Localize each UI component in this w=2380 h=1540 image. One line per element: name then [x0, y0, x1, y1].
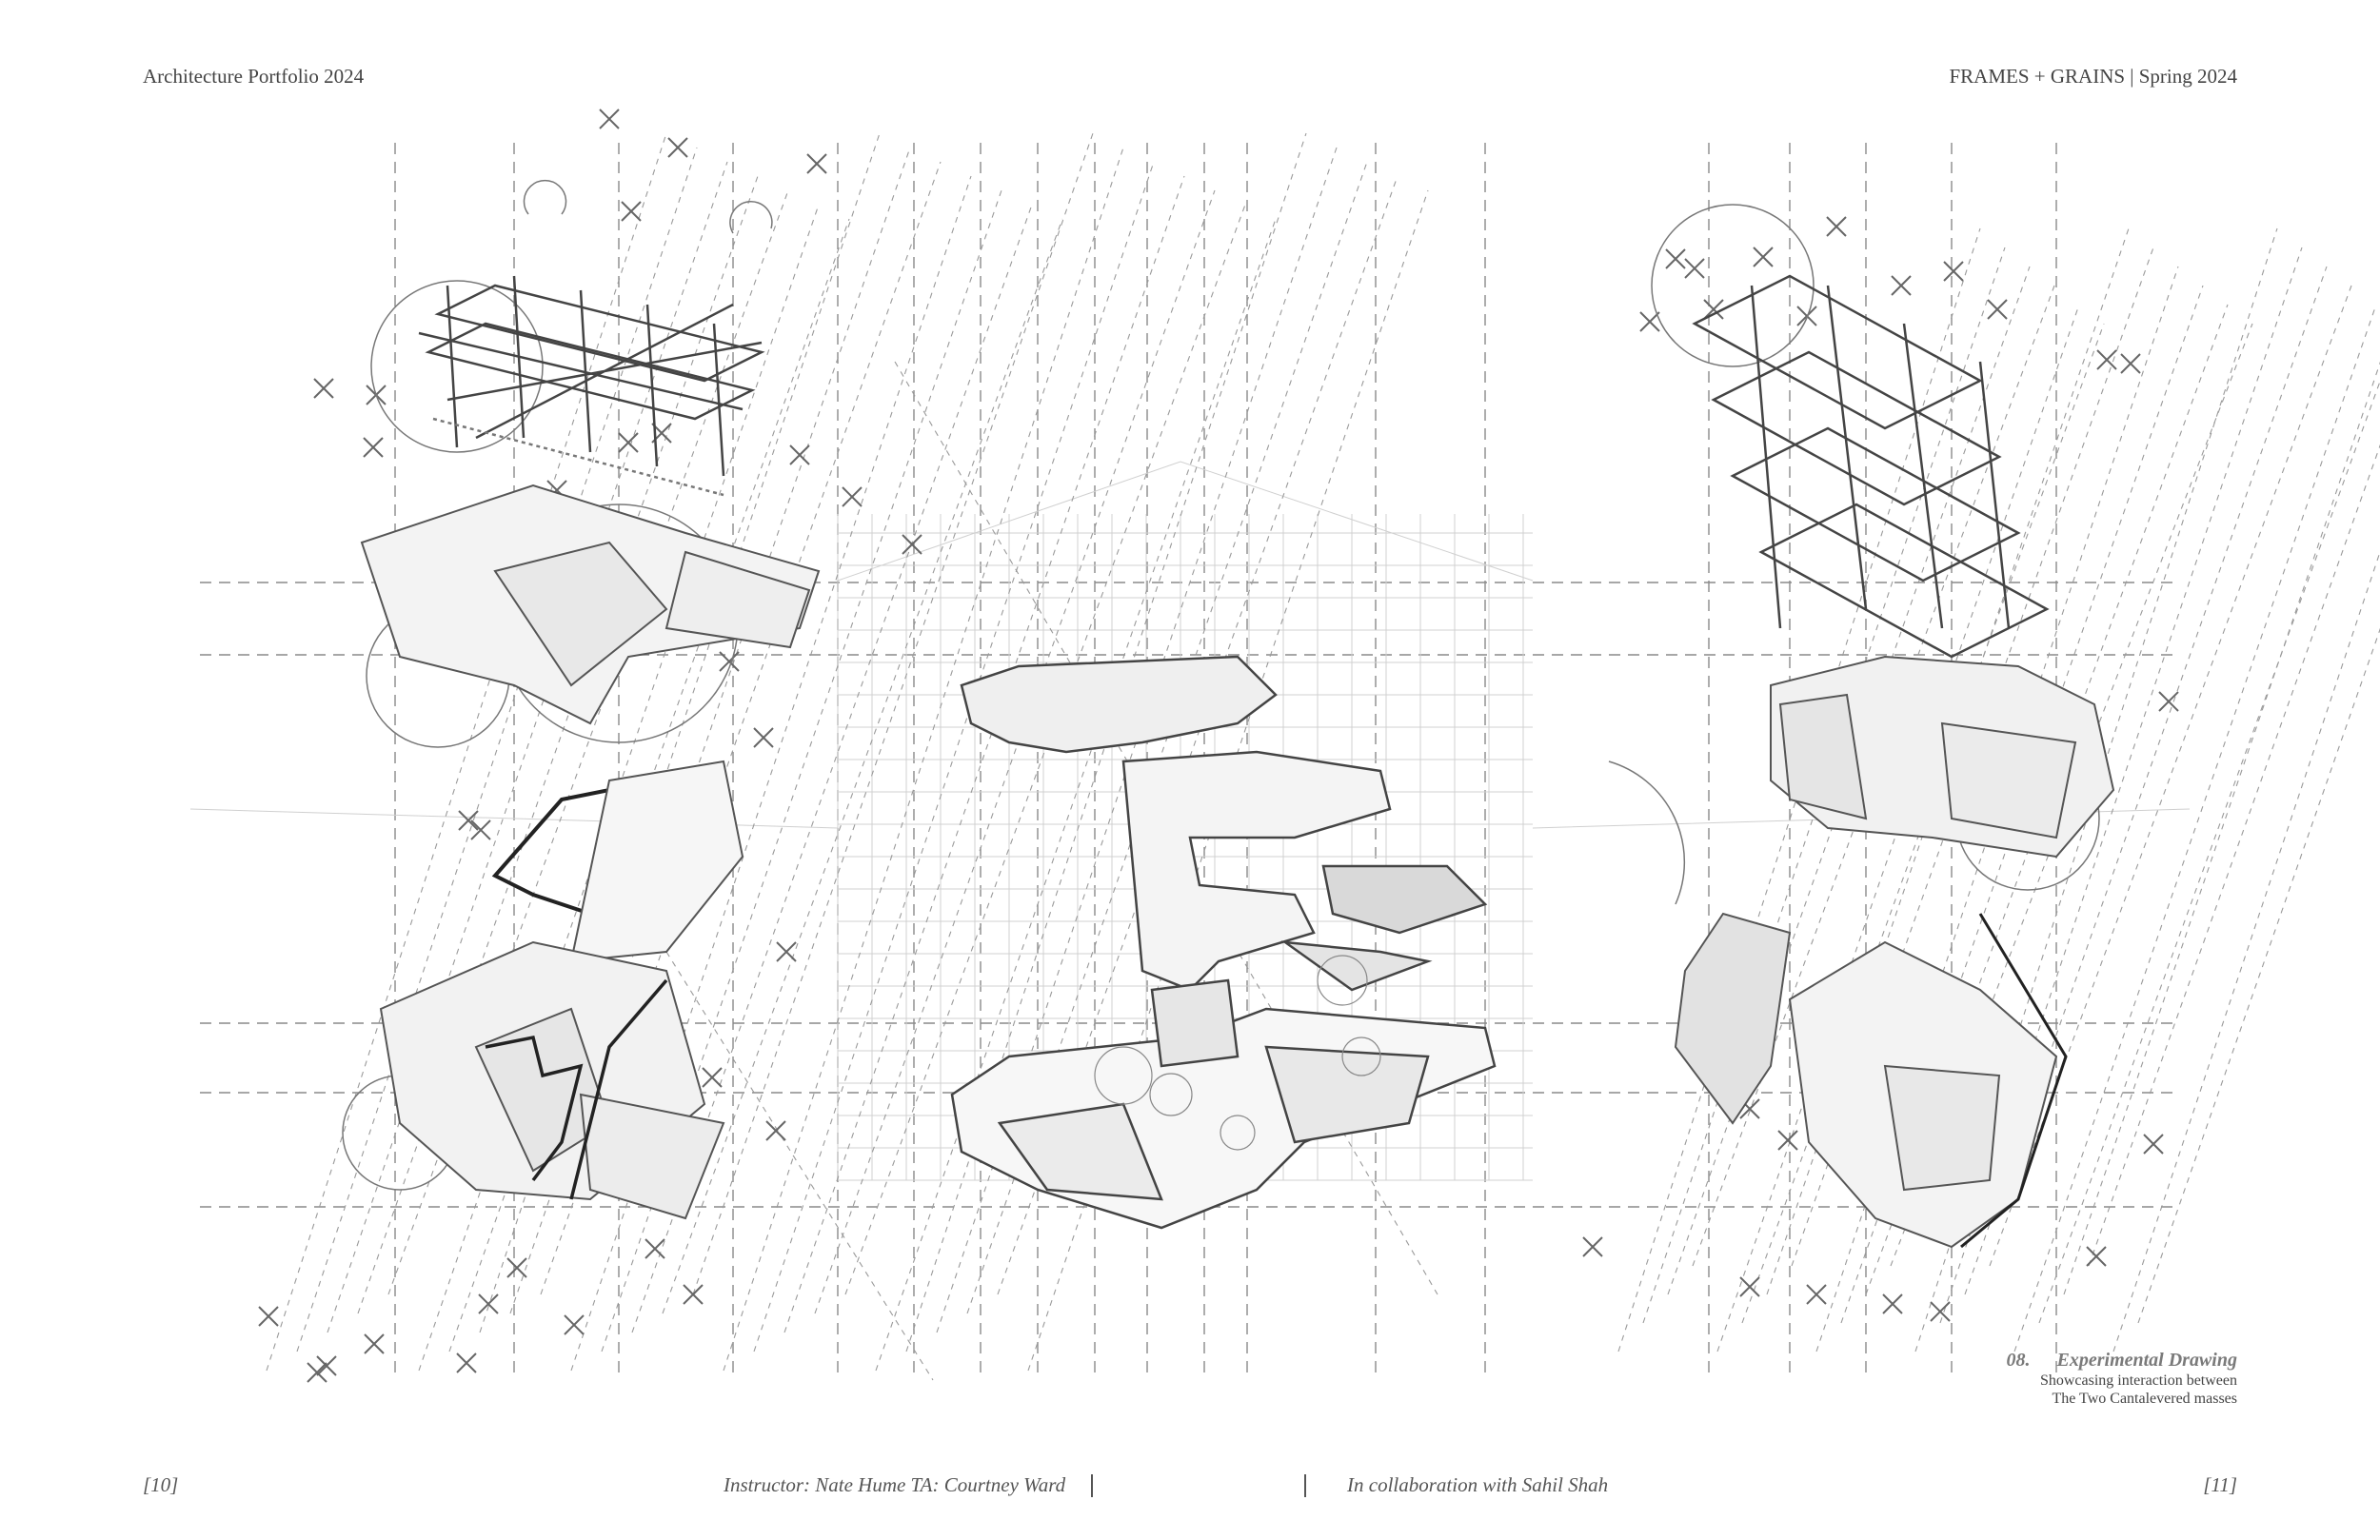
cross-marker: [765, 1120, 786, 1141]
diagonal-guide-line: [662, 218, 1063, 1314]
footer-instructor: Instructor: Nate Hume TA: Courtney Ward: [724, 1473, 1066, 1496]
cross-marker: [2158, 691, 2179, 712]
cross-marker: [316, 1355, 337, 1376]
cross-marker: [1943, 261, 1964, 282]
caption-title: Experimental Drawing: [2056, 1350, 2237, 1371]
cross-marker: [1703, 299, 1724, 320]
page-number-right: [11]: [2203, 1473, 2237, 1496]
cross-marker: [1930, 1301, 1951, 1322]
cross-marker: [1753, 247, 1774, 267]
cross-marker: [753, 727, 774, 748]
diagonal-guide-line: [875, 218, 1277, 1372]
caption-description-line-2: The Two Cantalevered masses: [2052, 1391, 2237, 1407]
cross-marker: [506, 1257, 527, 1278]
cross-marker: [902, 534, 922, 555]
footer-divider-right: [1304, 1474, 1306, 1497]
diagonal-guide-line: [1692, 285, 2055, 1267]
cross-marker: [307, 1362, 327, 1383]
cross-marker: [618, 432, 639, 453]
footer-divider-left: [1091, 1474, 1093, 1497]
diagonal-guide-line: [2112, 550, 2380, 1352]
cross-marker: [1806, 1284, 1827, 1305]
cross-marker: [667, 137, 688, 158]
cross-marker: [2096, 349, 2117, 370]
page-number-left: [10]: [143, 1473, 179, 1496]
diagonal-guide-line: [2013, 304, 2377, 1352]
left-frame-structure: [418, 275, 765, 497]
cross-marker: [313, 378, 334, 399]
center-base-platform: [950, 978, 1497, 1230]
arc-stroke: [523, 179, 773, 234]
diagonal-guide-line: [665, 951, 934, 1381]
arc-circle: [370, 280, 544, 453]
cross-marker: [621, 201, 642, 222]
cross-marker: [1826, 216, 1847, 237]
cross-marker: [2143, 1134, 2164, 1155]
cross-marker: [1987, 299, 2008, 320]
cross-marker: [683, 1284, 704, 1305]
cross-marker: [364, 1333, 385, 1354]
cross-marker: [1739, 1276, 1760, 1297]
figure-caption: 08. Experimental Drawing Showcasing inter…: [2007, 1350, 2237, 1408]
diagonal-guide-line: [1617, 227, 1981, 1352]
cross-markers: [258, 109, 2179, 1383]
cross-marker: [599, 109, 620, 129]
diagonal-guide-line: [2088, 444, 2380, 1267]
footer-collaboration: In collaboration with Sahil Shah: [1347, 1473, 1609, 1496]
cross-marker: [645, 1238, 665, 1259]
cross-marker: [2086, 1246, 2107, 1267]
cross-marker: [564, 1314, 585, 1335]
cross-marker: [776, 941, 797, 962]
cross-marker: [702, 1067, 723, 1088]
left-upper-mass: [360, 484, 821, 725]
diagonal-guide-line: [327, 161, 728, 1333]
diagonal-guide-line: [753, 161, 1155, 1352]
cross-marker: [478, 1293, 499, 1314]
right-frame-structure: [1692, 274, 2050, 659]
right-upper-mass: [1770, 655, 2115, 859]
cross-marker: [458, 810, 479, 831]
diagonal-guide-line: [2038, 380, 2380, 1324]
cross-marker: [719, 651, 740, 672]
cross-marker: [1665, 248, 1686, 269]
cross-marker: [258, 1306, 279, 1327]
diagonal-guide-line: [2063, 361, 2380, 1295]
cross-marker: [842, 486, 863, 507]
diagonal-guide-line: [783, 175, 1185, 1333]
diagonal-guide-line: [2137, 627, 2380, 1324]
cross-marker: [789, 444, 810, 465]
arc-stroke: [1608, 760, 1686, 905]
right-lower-dark-outline: [1960, 913, 2068, 1249]
header-portfolio-title: Architecture Portfolio 2024: [143, 65, 365, 88]
left-lower-dark-outline: [485, 978, 668, 1200]
cross-marker: [470, 819, 491, 840]
diagonal-guide-line: [814, 189, 1216, 1314]
center-loop-ribbon: [960, 655, 1488, 992]
cross-marker: [1777, 1130, 1798, 1151]
right-lower-mass: [1674, 912, 2058, 1249]
cross-marker: [1891, 275, 1912, 296]
cross-marker: [806, 153, 827, 174]
left-core-outline: [491, 787, 612, 917]
left-lower-mass: [379, 760, 744, 1220]
caption-description-line-1: Showcasing interaction between: [2039, 1372, 2237, 1389]
cross-marker: [363, 437, 384, 458]
caption-number: 08.: [2006, 1350, 2031, 1371]
cross-marker: [1582, 1236, 1603, 1257]
cross-marker: [456, 1352, 477, 1373]
arc-circle: [1651, 204, 1815, 367]
center-trees: [1094, 955, 1381, 1151]
diagonal-guide-line: [723, 147, 1124, 1372]
cross-marker: [1639, 311, 1660, 332]
cross-marker: [1882, 1293, 1903, 1314]
cross-marker: [2120, 353, 2141, 374]
header-project-title: FRAMES + GRAINS | Spring 2024: [1949, 65, 2237, 88]
cross-marker: [1684, 258, 1705, 279]
